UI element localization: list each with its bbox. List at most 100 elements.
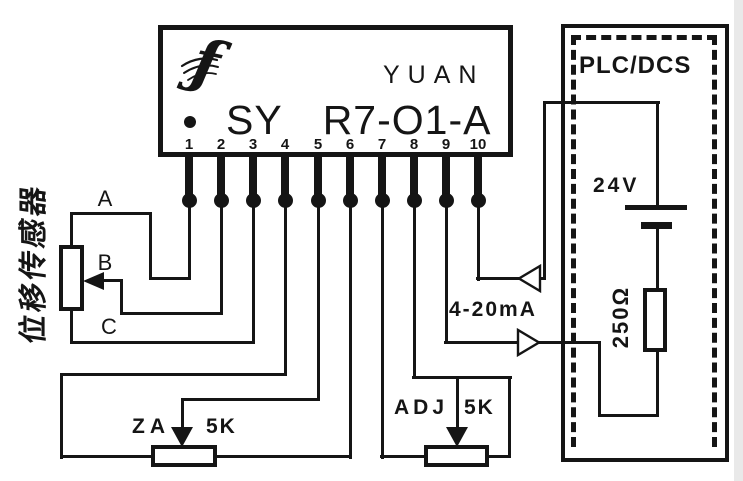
sensor-potentiometer [59,245,84,311]
wire-segment [348,201,352,459]
wire-segment [476,201,480,281]
wire-segment [456,376,459,432]
brand-label: YUAN [383,61,485,89]
module-logo-icon: ƒ [176,31,235,99]
load-resistor-label: 250Ω [608,285,633,349]
pin-junction-dot [406,193,422,208]
pin-stub [410,155,418,197]
wire-segment [380,201,384,459]
wire-segment [486,455,511,458]
pin-number-label: 3 [248,136,258,153]
sensor-wiper-arrow-icon [83,272,104,290]
battery-plate-negative [641,222,672,229]
terminal-a-label: A [97,186,113,211]
photo-edge-artifact [734,0,743,481]
wire-segment [149,212,152,280]
model-label: R7-O1-A [322,97,492,143]
module-box [158,25,513,157]
pin-stub [346,155,354,197]
pin-stub [249,155,257,197]
pin-junction-dot [181,193,197,208]
pin-junction-dot [277,193,293,208]
current-in-arrow-icon [516,264,542,293]
wire-segment [219,201,223,315]
pin-junction-dot [470,193,486,208]
za-label: ZA [132,415,170,438]
plc-title: PLC/DCS [579,52,692,79]
wire-segment [120,312,223,315]
wire-segment [100,279,123,282]
load-resistor [643,288,667,352]
pin-number-label: 6 [345,136,355,153]
pin-junction-dot [438,193,454,208]
plc-box [561,24,729,462]
wire-segment [412,201,416,379]
pin-junction-dot [342,193,358,208]
wire-segment [70,308,73,344]
wire-segment [543,101,546,280]
battery-plate-positive [625,205,687,210]
wire-segment [444,201,448,344]
pin-stub [217,155,225,197]
pin-number-label: 8 [409,136,419,153]
current-out-arrow-icon [516,328,542,357]
wire-segment [543,101,660,104]
pin-stub [378,155,386,197]
pin-junction-dot [374,193,390,208]
wire-segment [70,212,152,215]
adj-label: ADJ [394,396,449,419]
wire-segment [656,352,659,417]
pin-number-label: 4 [280,136,290,153]
signal-label: 4-20mA [449,298,537,321]
wire-segment [60,455,154,458]
pin-junction-dot [310,193,326,208]
za-value-label: 5K [206,415,237,438]
wire-segment [283,201,287,376]
pin-stub [314,155,322,197]
wire-segment [412,376,512,379]
model-title: SY R7-O1-A [226,98,491,142]
pin-number-label: 5 [313,136,323,153]
supply-voltage-label: 24V [593,174,640,197]
wire-segment [120,279,123,315]
pin-number-label: 10 [469,136,487,153]
za-potentiometer [151,445,217,467]
wire-segment [60,373,286,376]
wire-segment [70,341,254,344]
pin-stub [185,155,193,197]
wire-segment [70,213,73,250]
adj-wiper-arrow-icon [446,427,468,447]
wire-segment [380,455,427,458]
pin-number-label: 1 [184,136,194,153]
pin-stub [281,155,289,197]
pin-junction-dot [245,193,261,208]
pin-stub [474,155,482,197]
adj-potentiometer [424,445,489,467]
za-wiper-arrow-icon [171,427,193,447]
pin-stub [442,155,450,197]
plc-dashed-border [571,35,717,447]
wire-segment [187,201,191,280]
wire-segment [656,101,659,208]
terminal-c-label: C [101,314,117,339]
wire-segment [149,277,190,280]
pin-number-label: 2 [216,136,226,153]
sensor-name-label: 位移传感器 [18,181,50,347]
model-prefix-label: SY [226,97,283,143]
wire-segment [251,201,255,344]
pin-number-label: 9 [441,136,451,153]
wire-segment [598,341,601,417]
pin1-indicator-dot [184,116,196,128]
wire-segment [60,373,63,459]
adj-value-label: 5K [464,396,495,419]
wire-segment [181,398,319,401]
wire-segment [656,227,659,290]
wire-segment [598,414,659,417]
pin-junction-dot [213,193,229,208]
terminal-b-label: B [97,250,113,275]
wire-segment [181,398,184,432]
wire-segment [316,201,320,401]
wire-segment [214,455,351,458]
wire-segment [476,277,546,280]
